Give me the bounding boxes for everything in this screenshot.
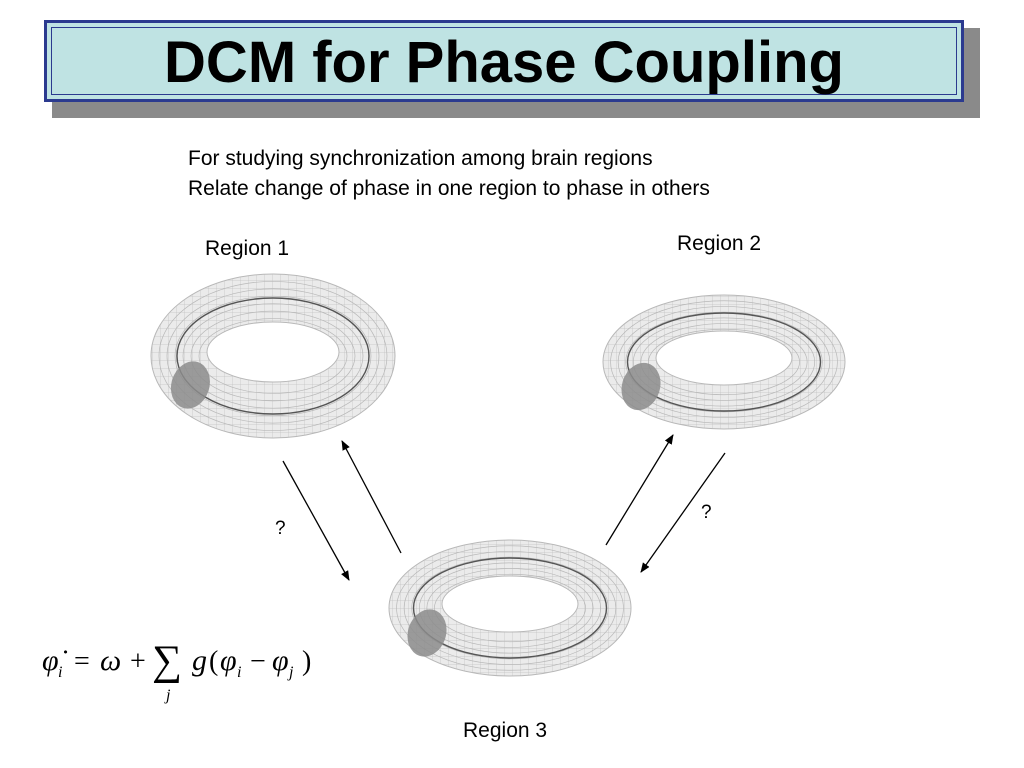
eq-close-paren: ) [302, 646, 311, 677]
unknown-coupling-right: ? [701, 502, 712, 523]
torus-grid-ring [625, 311, 823, 413]
eq-equals: = [74, 646, 90, 677]
eq-plus: + [130, 646, 146, 677]
eq-open-paren: ( [209, 646, 218, 677]
title-box: DCM for Phase Coupling [44, 20, 964, 102]
phase-cycle-line [626, 312, 822, 412]
eq-g: g [192, 644, 207, 677]
eq-sum-sub-j: j [164, 687, 171, 704]
phase-marker [407, 609, 447, 657]
torus-region-1 [150, 273, 396, 439]
eq-minus: − [250, 646, 266, 677]
eq-phi-i: φ [220, 644, 237, 677]
torus-grid-ring [640, 323, 808, 401]
torus-grid-ring [190, 310, 356, 402]
torus-grid-ring [403, 551, 617, 665]
torus-grid-ring [411, 556, 609, 660]
torus-grid-ring [166, 288, 380, 424]
arrow-region3-to-region1 [341, 440, 402, 554]
unknown-coupling-left: ? [275, 518, 286, 539]
phase-equation: φ̇ i = ω + ∑ j g ( φ i − φ j ) [40, 630, 340, 710]
torus-grid-ring [632, 317, 816, 407]
arrow-region3-to-region2 [605, 434, 674, 546]
torus-grid-ring [418, 562, 602, 654]
torus-region-3 [388, 539, 632, 677]
torus-surface [602, 294, 846, 430]
phase-marker [170, 361, 210, 409]
torus-grid-ring [396, 545, 624, 671]
torus-inner-edge [655, 330, 793, 386]
phase-cycle-line [176, 297, 370, 415]
torus-grid-ring [426, 568, 594, 648]
arrow-region1-to-region3 [282, 460, 350, 581]
eq-phi-i-sub: i [237, 664, 241, 681]
torus-grid-ring [648, 328, 800, 396]
torus-grid-ring [198, 318, 348, 394]
torus-body [150, 273, 396, 439]
torus-grid-ring [617, 306, 831, 418]
torus-inner-edge [441, 575, 579, 633]
torus-body [388, 539, 632, 677]
eq-sub-i: i [58, 664, 62, 681]
eq-phi-dot: φ̇ [42, 644, 68, 677]
slide-title: DCM for Phase Coupling [164, 30, 844, 95]
torus-surface [150, 273, 396, 439]
phase-cycle-line [412, 557, 608, 659]
region-3-label: Region 3 [463, 719, 548, 742]
torus-body [602, 294, 846, 430]
torus-grid-ring [182, 303, 364, 409]
torus-grid-ring [158, 281, 388, 431]
eq-sum: ∑ [152, 638, 182, 684]
torus-grid-ring [610, 300, 838, 424]
torus-grid-ring [174, 295, 372, 417]
eq-phi-j: φ [272, 644, 289, 677]
eq-omega: ω [100, 644, 121, 677]
region-2-label: Region 2 [677, 232, 762, 255]
bullet-line-2: Relate change of phase in one region to … [188, 177, 710, 200]
bullet-line-1: For studying synchronization among brain… [188, 147, 653, 170]
phase-marker [621, 362, 661, 411]
region-1-label: Region 1 [205, 237, 290, 260]
equation-svg: φ̇ i = ω + ∑ j g ( φ i − φ j ) [42, 638, 311, 704]
torus-grid-ring [434, 573, 586, 643]
torus-region-2 [602, 294, 846, 430]
arrow-region2-to-region3 [640, 452, 726, 573]
torus-inner-edge [206, 321, 340, 383]
eq-phi-j-sub: j [287, 664, 294, 681]
